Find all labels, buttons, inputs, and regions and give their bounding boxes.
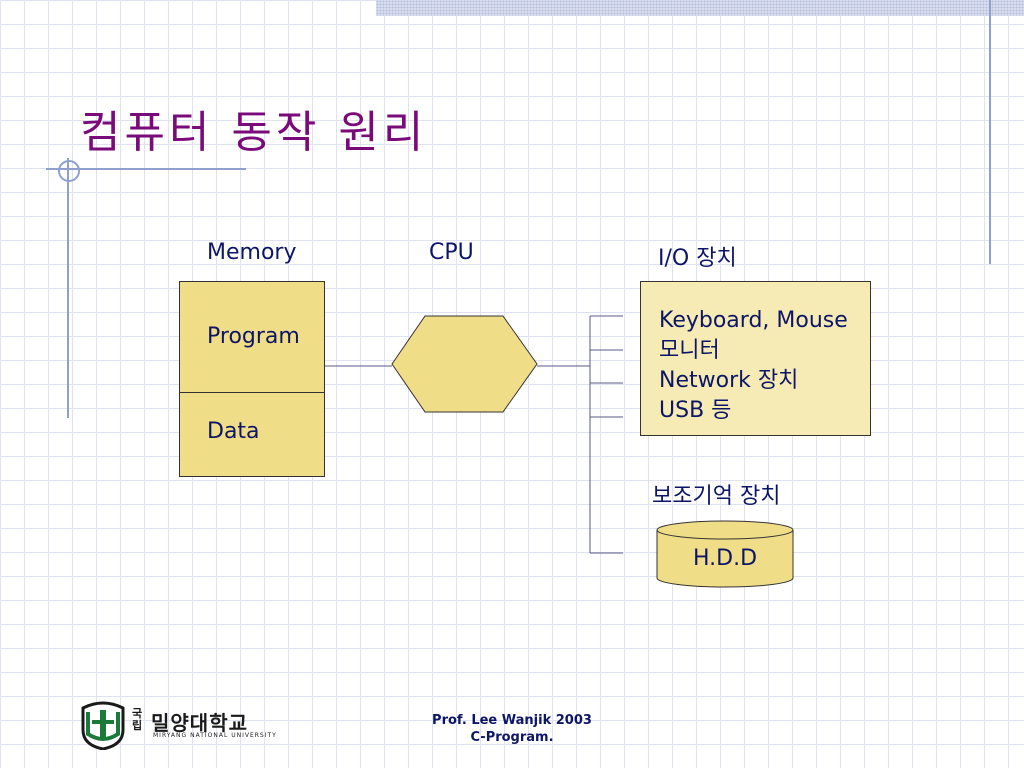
hdd-cylinder-top: [656, 520, 794, 540]
page-title: 컴퓨터 동작 원리: [80, 107, 428, 158]
slide-footer: Prof. Lee Wanjik 2003 C-Program.: [400, 712, 624, 746]
left-accent-line: [67, 158, 69, 418]
hdd-label: H.D.D: [693, 546, 758, 571]
data-label: Data: [207, 419, 260, 444]
io-label: I/O 장치: [658, 246, 737, 271]
title-underline: [46, 168, 246, 170]
logo-prefix: 국립: [131, 707, 143, 732]
program-label: Program: [207, 324, 300, 349]
cpu-label: CPU: [429, 240, 474, 265]
io-device-item: USB 등: [659, 398, 732, 423]
memory-label: Memory: [207, 240, 297, 265]
logo-english-name: MIRYANG NATIONAL UNIVERSITY: [153, 732, 277, 739]
university-emblem-icon: [81, 701, 125, 750]
io-device-list: Keyboard, Mouse 모니터 Network 장치 USB 등: [659, 306, 848, 426]
io-device-item: Network 장치: [659, 368, 799, 393]
hdd-cylinder-body: [656, 530, 794, 588]
memory-data-block: Data: [179, 392, 325, 477]
title-ornament-circle: [58, 160, 80, 182]
footer-course: C-Program.: [470, 730, 554, 745]
memory-program-block: Program: [179, 281, 325, 393]
io-device-item: 모니터: [659, 338, 720, 363]
storage-label: 보조기억 장치: [652, 484, 781, 509]
cpu-hexagon: [391, 315, 538, 413]
io-device-box: [640, 281, 871, 436]
footer-author: Prof. Lee Wanjik 2003: [432, 713, 592, 728]
right-accent-line: [989, 0, 991, 264]
logo-korean-name: 밀양대학교: [151, 711, 248, 735]
io-device-item: Keyboard, Mouse: [659, 308, 848, 333]
header-band: [376, 0, 1024, 16]
